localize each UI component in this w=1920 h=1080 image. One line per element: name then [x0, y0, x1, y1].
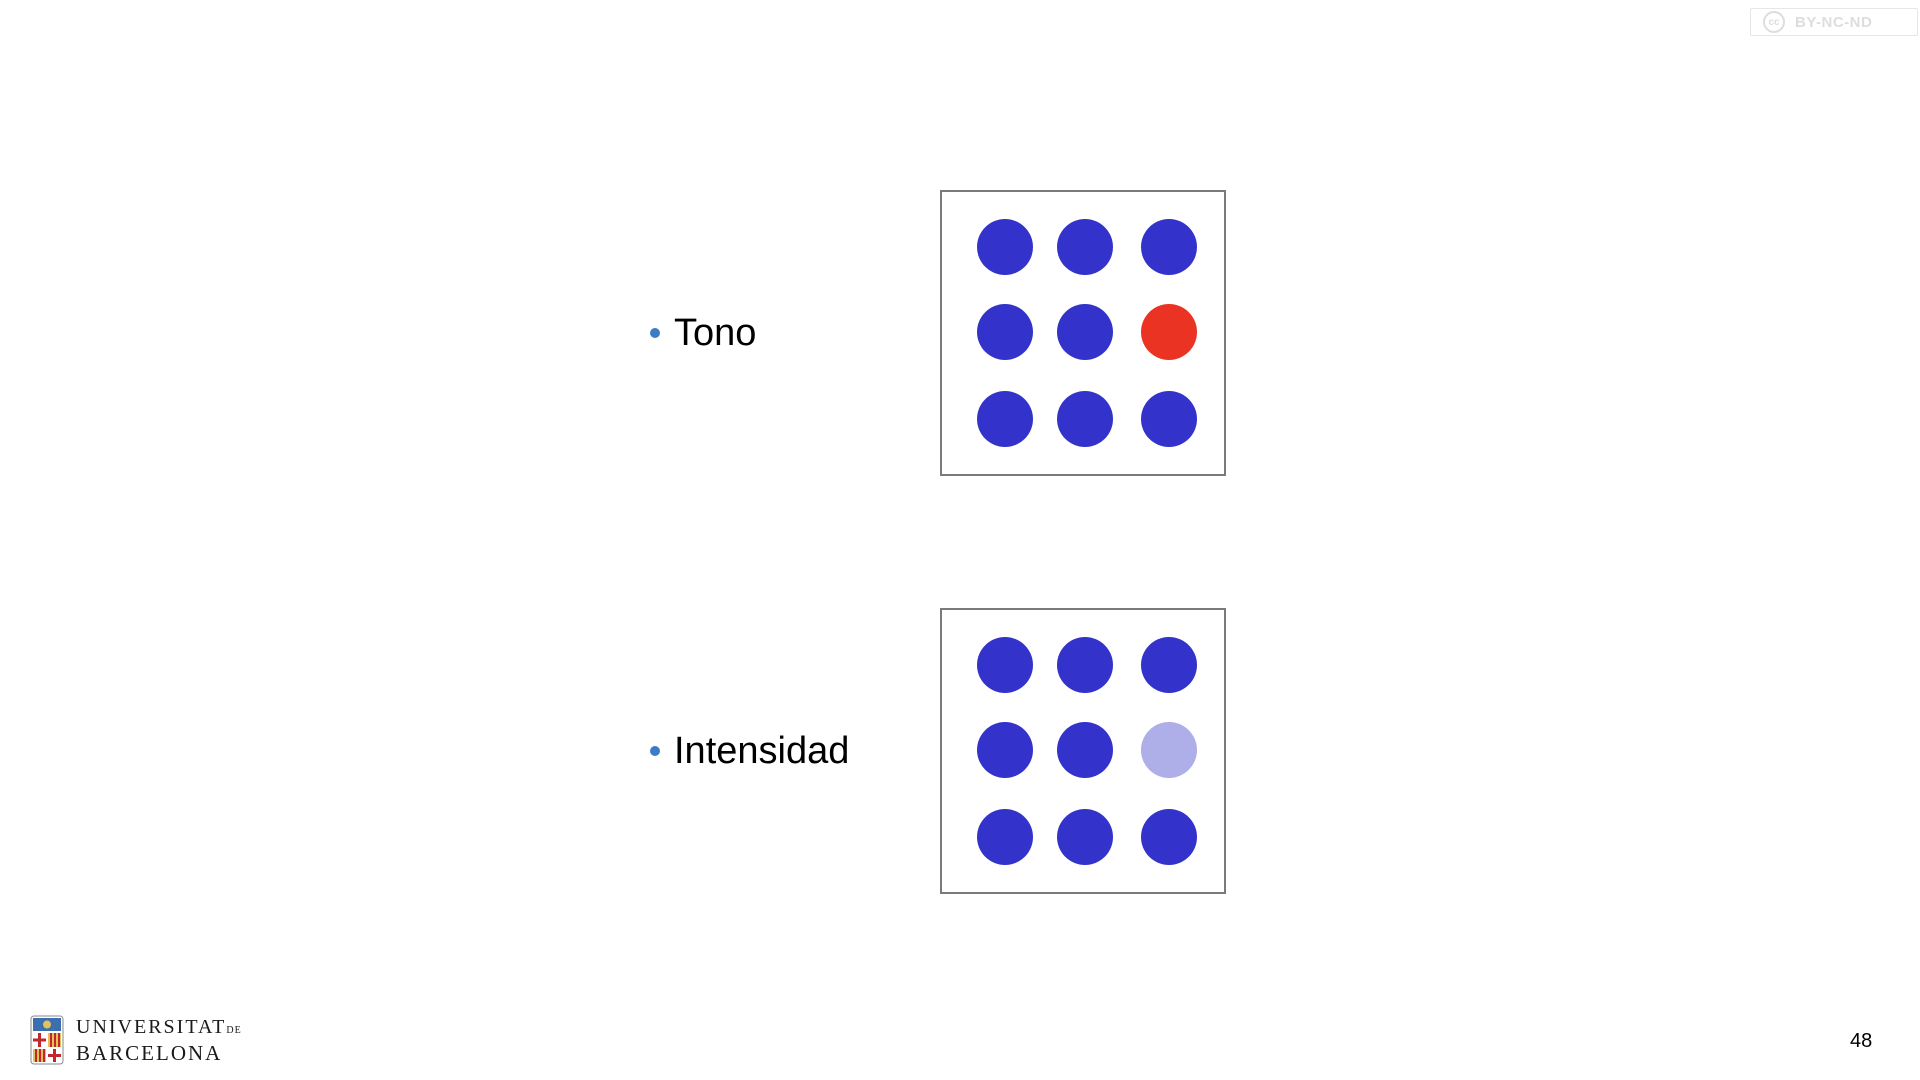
- grid-dot-r1-c1: [977, 637, 1033, 693]
- page-number: 48: [1850, 1030, 1873, 1052]
- grid-dot-r1-c3: [1141, 219, 1197, 275]
- university-shield-icon: [30, 1015, 64, 1065]
- grid-dot-r3-c1: [977, 809, 1033, 865]
- bullet-icon: [650, 746, 660, 756]
- grid-dot-r2-c3: [1141, 304, 1197, 360]
- grid-dot-r2-c1: [977, 722, 1033, 778]
- grid-dot-r3-c3: [1141, 809, 1197, 865]
- license-label: BY-NC-ND: [1795, 13, 1873, 31]
- bullet-icon: [650, 328, 660, 338]
- bullet-label-intensidad: Intensidad: [674, 730, 850, 772]
- dot-grid-tono: [940, 190, 1226, 476]
- creative-commons-icon: cc: [1763, 11, 1785, 33]
- bullet-label-tono: Tono: [674, 312, 757, 354]
- grid-dot-r1-c3: [1141, 637, 1197, 693]
- grid-dot-r3-c2: [1057, 809, 1113, 865]
- bullet-item-tono: Tono: [650, 311, 756, 355]
- university-name-line2: BARCELONA: [76, 1041, 223, 1065]
- license-badge: cc BY-NC-ND: [1750, 8, 1918, 36]
- university-name-suffix: DE: [226, 1025, 242, 1036]
- grid-dot-r3-c3: [1141, 391, 1197, 447]
- grid-dot-r3-c1: [977, 391, 1033, 447]
- grid-dot-r2-c2: [1057, 304, 1113, 360]
- grid-dot-r2-c3: [1141, 722, 1197, 778]
- university-logo: UNIVERSITATDE BARCELONA: [30, 1015, 242, 1065]
- grid-dot-r2-c2: [1057, 722, 1113, 778]
- grid-dot-r3-c2: [1057, 391, 1113, 447]
- grid-dot-r1-c1: [977, 219, 1033, 275]
- grid-dot-r1-c2: [1057, 637, 1113, 693]
- grid-dot-r2-c1: [977, 304, 1033, 360]
- university-name-line1: UNIVERSITATDE: [76, 1016, 242, 1038]
- bullet-item-intensidad: Intensidad: [650, 729, 849, 773]
- grid-dot-r1-c2: [1057, 219, 1113, 275]
- dot-grid-intensidad: [940, 608, 1226, 894]
